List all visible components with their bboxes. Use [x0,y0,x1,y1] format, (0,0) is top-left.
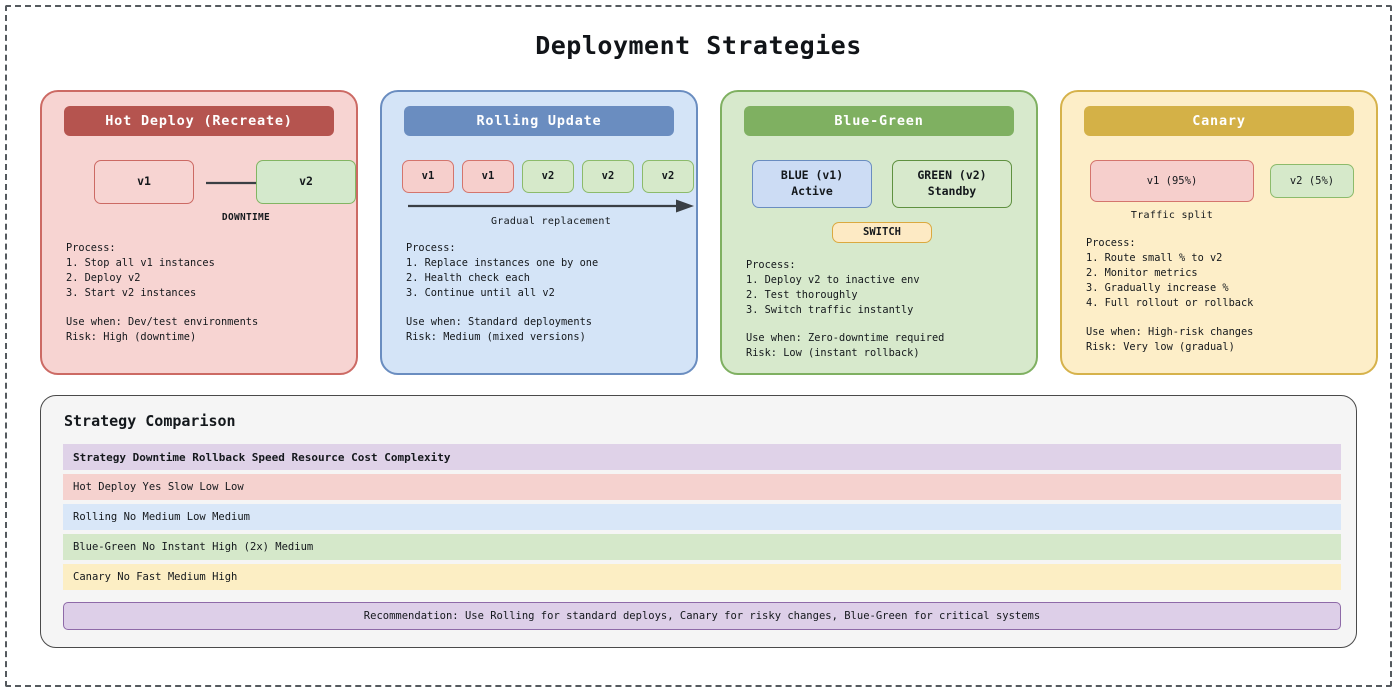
table-header-text: Strategy Downtime Rollback Speed Resourc… [73,450,451,464]
process-step: 2. Health check each [406,272,530,284]
recommendation-banner: Recommendation: Use Rolling for standard… [63,602,1341,630]
panel-title: Strategy Comparison [64,412,236,430]
process-step: 1. Route small % to v2 [1086,252,1223,264]
instance-box-3[interactable]: v2 [522,160,574,193]
comparison-table: Strategy Downtime Rollback Speed Resourc… [63,444,1341,594]
table-row[interactable]: Blue-Green No Instant High (2x) Medium [63,534,1341,560]
card-header-blue-green: Blue-Green [744,106,1014,136]
table-row-text: Hot Deploy Yes Slow Low Low [73,481,244,493]
instance-box-5[interactable]: v2 [642,160,694,193]
use-when-text: Use when: Dev/test environments [66,316,259,328]
version-box-label: v1 [137,174,151,189]
env-box-blue[interactable]: BLUE (v1) Active [752,160,872,208]
process-step: 1. Deploy v2 to inactive env [746,274,920,286]
use-when-text: Use when: High-risk changes [1086,326,1254,338]
table-row[interactable]: Canary No Fast Medium High [63,564,1341,590]
risk-text: Risk: Medium (mixed versions) [406,331,586,343]
card-title: Rolling Update [476,113,602,129]
version-box-v1[interactable]: v1 [94,160,194,204]
card-blue-green[interactable]: Blue-Green BLUE (v1) Active GREEN (v2) S… [720,90,1038,375]
use-when-text: Use when: Standard deployments [406,316,592,328]
page-title: Deployment Strategies [535,31,862,60]
process-step: 1. Stop all v1 instances [66,257,215,269]
card-header-hot-deploy: Hot Deploy (Recreate) [64,106,334,136]
card-canary[interactable]: Canary v1 (95%) v2 (5%) Traffic split Pr… [1060,90,1378,375]
card-body-blue-green: BLUE (v1) Active GREEN (v2) Standby SWIT… [746,148,1022,363]
card-hot-deploy[interactable]: Hot Deploy (Recreate) v1 v2 DOWNTIME Pro… [40,90,358,375]
risk-text: Risk: Very low (gradual) [1086,341,1235,353]
process-step: 2. Test thoroughly [746,289,858,301]
card-rolling-update[interactable]: Rolling Update v1 v1 v2 v2 v2 Gradual re… [380,90,698,375]
version-box-v2[interactable]: v2 [256,160,356,204]
process-step: 3. Start v2 instances [66,287,197,299]
table-header-row: Strategy Downtime Rollback Speed Resourc… [63,444,1341,470]
table-row-text: Canary No Fast Medium High [73,571,238,583]
instance-box-4[interactable]: v2 [582,160,634,193]
recommendation-text: Recommendation: Use Rolling for standard… [363,610,1041,622]
card-title: Hot Deploy (Recreate) [105,113,293,129]
traffic-box-v2[interactable]: v2 (5%) [1270,164,1354,198]
process-step: 2. Monitor metrics [1086,267,1198,279]
table-row[interactable]: Hot Deploy Yes Slow Low Low [63,474,1341,500]
instance-box-2[interactable]: v1 [462,160,514,193]
use-when-text: Use when: Zero-downtime required [746,332,945,344]
process-text-blue-green: Process: [746,259,796,271]
table-row-text: Blue-Green No Instant High (2x) Medium [73,541,314,553]
process-step: 3. Gradually increase % [1086,282,1229,294]
instance-box-1[interactable]: v1 [402,160,454,193]
process-step: 1. Replace instances one by one [406,257,599,269]
card-title: Blue-Green [834,113,924,129]
card-body-canary: v1 (95%) v2 (5%) Traffic split Process: … [1086,148,1362,363]
env-box-green[interactable]: GREEN (v2) Standby [892,160,1012,208]
process-text-rolling: Process: [406,242,456,254]
card-header-rolling-update: Rolling Update [404,106,674,136]
table-row-text: Rolling No Medium Low Medium [73,511,251,523]
version-box-label: v2 [299,174,313,189]
process-step: 3. Continue until all v2 [406,287,555,299]
process-step: 4. Full rollout or rollback [1086,297,1254,309]
process-step: 3. Switch traffic instantly [746,304,914,316]
process-text-canary: Process: [1086,237,1136,249]
traffic-box-v1[interactable]: v1 (95%) [1090,160,1254,202]
table-row[interactable]: Rolling No Medium Low Medium [63,504,1341,530]
process-text-hot-deploy: Process: [66,242,116,254]
downtime-caption: DOWNTIME [221,212,271,223]
card-body-hot-deploy: v1 v2 DOWNTIME Process: 1. Stop all v1 i… [66,148,356,363]
strategy-comparison-panel: Strategy Comparison Strategy Downtime Ro… [40,395,1357,648]
risk-text: Risk: High (downtime) [66,331,197,343]
card-body-rolling-update: v1 v1 v2 v2 v2 Gradual replacement Proce… [402,148,694,363]
traffic-split-caption: Traffic split [1130,210,1214,221]
card-title: Canary [1192,113,1246,129]
gradual-replacement-arrow-icon [408,199,694,213]
card-header-canary: Canary [1084,106,1354,136]
gradual-replacement-caption: Gradual replacement [490,216,612,227]
process-step: 2. Deploy v2 [66,272,141,284]
risk-text: Risk: Low (instant rollback) [746,347,920,359]
switch-button[interactable]: SWITCH [832,222,932,243]
